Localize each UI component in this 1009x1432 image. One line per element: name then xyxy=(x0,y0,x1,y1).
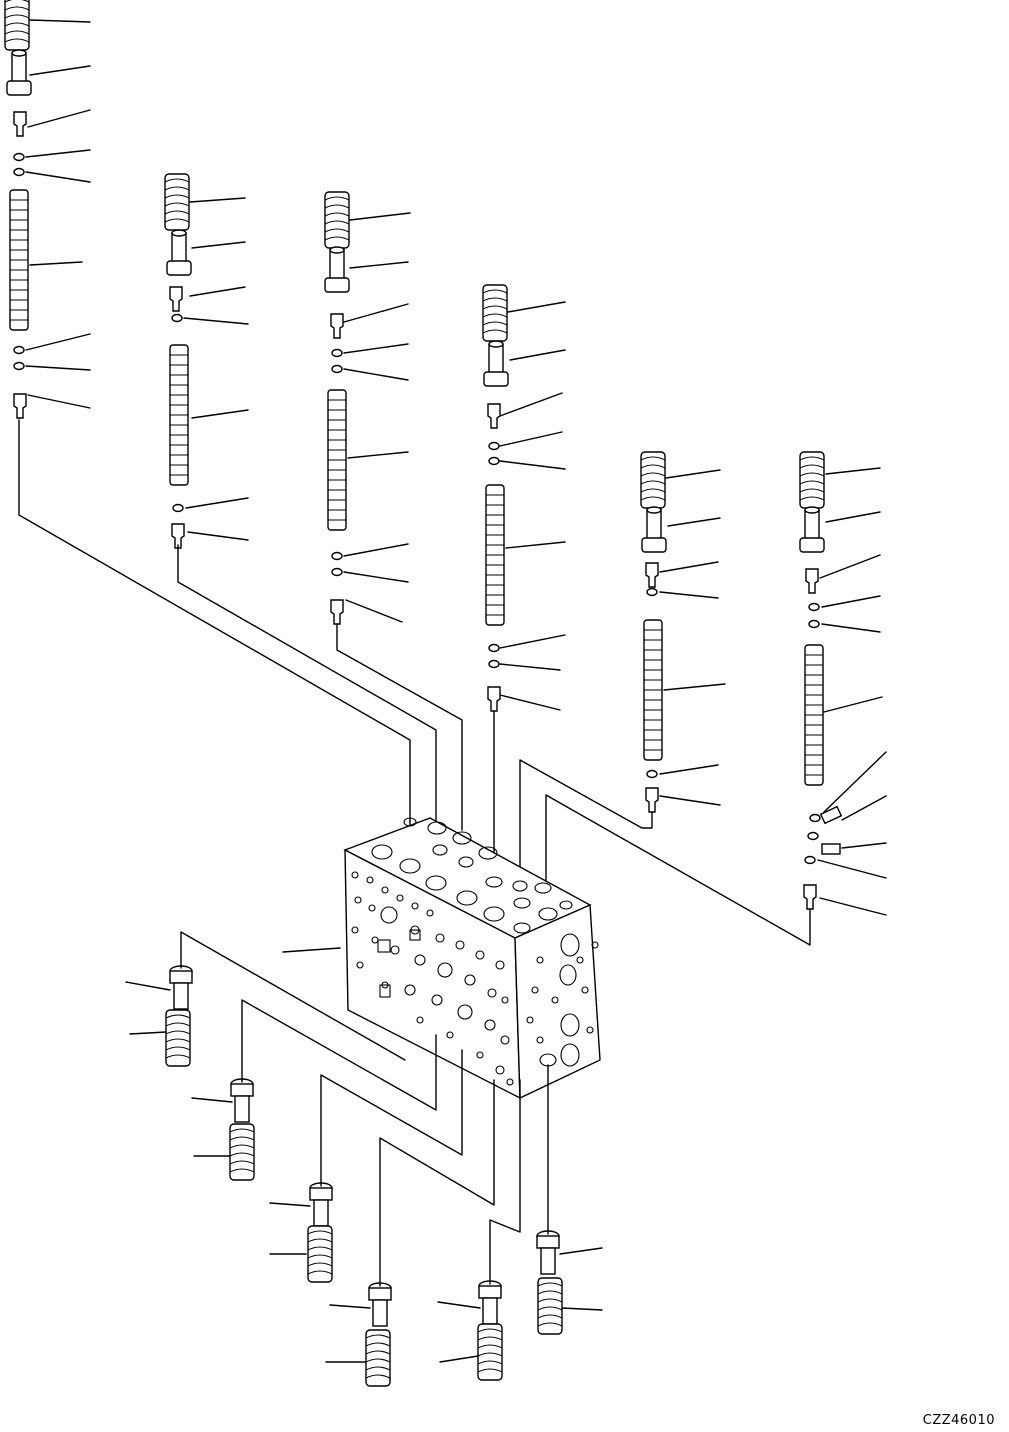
bottom-cap-assembly-6 xyxy=(536,1064,603,1335)
spool-5 xyxy=(643,619,663,761)
bottom-cap-assembly-4 xyxy=(325,1079,495,1387)
bottom-cap-assembly-1 xyxy=(125,931,406,1067)
bottom-cap-assembly-5 xyxy=(437,1079,521,1381)
spool-2 xyxy=(169,344,189,486)
bottom-cap-assembly-2 xyxy=(191,999,437,1181)
spool-assembly-3 xyxy=(324,191,463,831)
spool-3 xyxy=(327,389,347,531)
spool-assembly-4 xyxy=(482,284,566,881)
drawing-code-label: CZZ46010 xyxy=(922,1413,995,1428)
spool-assembly-6 xyxy=(545,451,887,946)
spool-assembly-5 xyxy=(519,451,726,881)
spool-assembly-1 xyxy=(4,0,411,831)
spool-6 xyxy=(804,644,824,786)
spool-1 xyxy=(9,189,29,331)
spool-4 xyxy=(485,484,505,626)
bottom-cap-assembly-3 xyxy=(269,1049,463,1283)
main-valve-body xyxy=(282,817,601,1100)
spool-assembly-2 xyxy=(164,173,437,831)
